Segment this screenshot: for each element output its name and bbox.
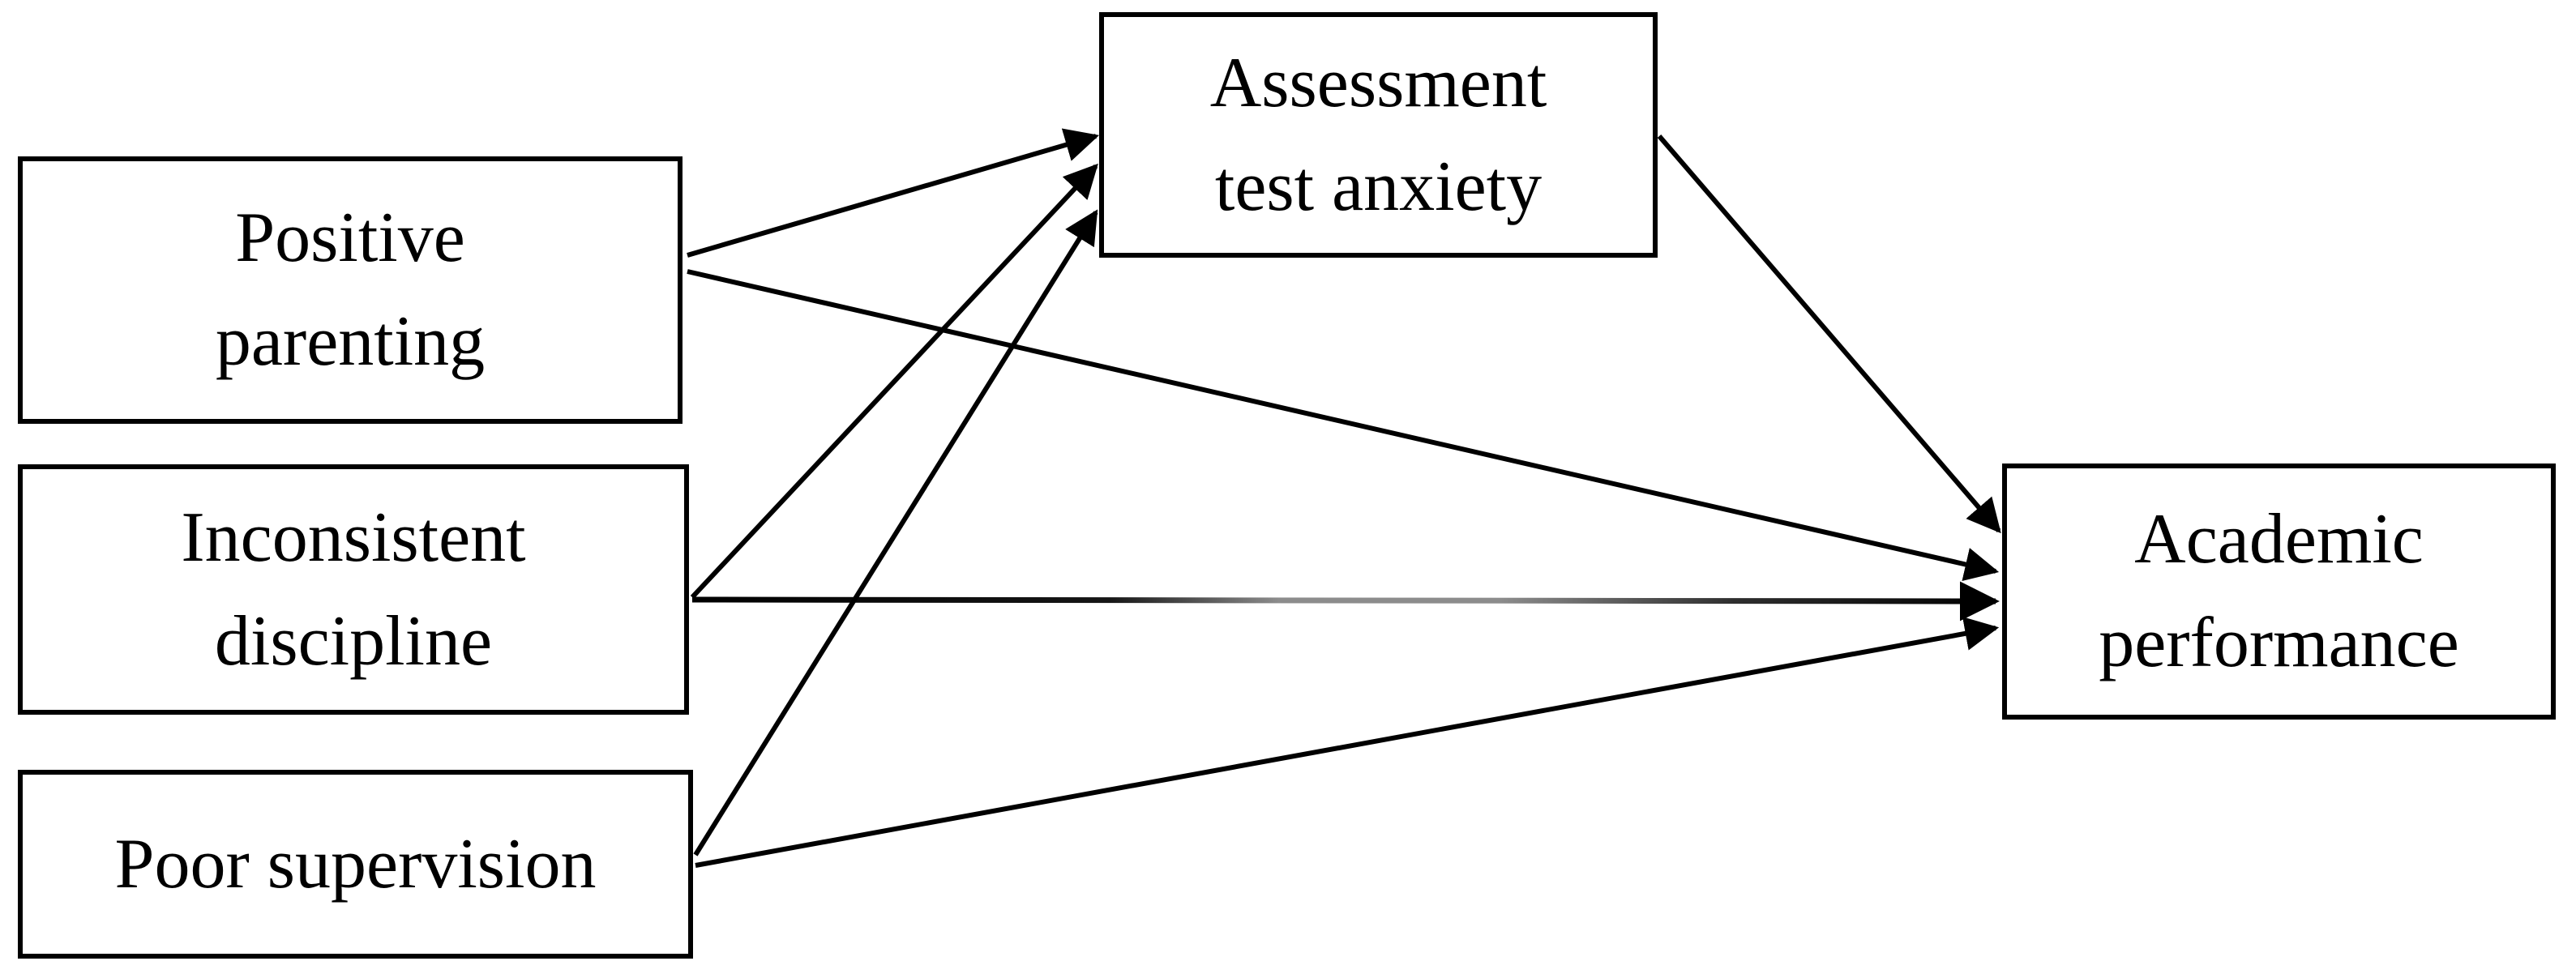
node-academic-performance: Academic performance — [2002, 464, 2556, 720]
node-inconsistent-discipline: Inconsistent discipline — [18, 464, 689, 715]
arrow-positive-parenting-to-test-anxiety — [687, 128, 1100, 258]
arrow-poor-supervision-to-academic-performance — [695, 617, 2000, 868]
node-poor-supervision-line1: Poor supervision — [114, 824, 597, 904]
node-inconsistent-discipline-line1: Inconsistent — [181, 498, 526, 577]
node-academic-performance-line1: Academic — [2134, 500, 2424, 579]
node-assessment-test-anxiety-line1: Assessment — [1209, 43, 1547, 122]
node-assessment-test-anxiety-line2: test anxiety — [1214, 147, 1543, 226]
node-positive-parenting: Positive parenting — [18, 156, 683, 424]
node-academic-performance-line2: performance — [2099, 604, 2459, 682]
arrow-positive-parenting-to-academic-performance — [687, 269, 2000, 582]
arrow-poor-supervision-to-test-anxiety — [693, 209, 1098, 857]
node-poor-supervision: Poor supervision — [18, 770, 693, 959]
node-positive-parenting-line2: parenting — [215, 302, 486, 381]
node-positive-parenting-line1: Positive — [235, 199, 465, 278]
node-assessment-test-anxiety: Assessment test anxiety — [1099, 12, 1658, 258]
arrow-inconsistent-discipline-to-test-anxiety — [690, 163, 1098, 600]
arrow-inconsistent-discipline-to-academic-performance — [691, 581, 2000, 622]
arrow-test-anxiety-to-academic-performance — [1657, 135, 2001, 534]
node-inconsistent-discipline-line2: discipline — [214, 601, 493, 681]
